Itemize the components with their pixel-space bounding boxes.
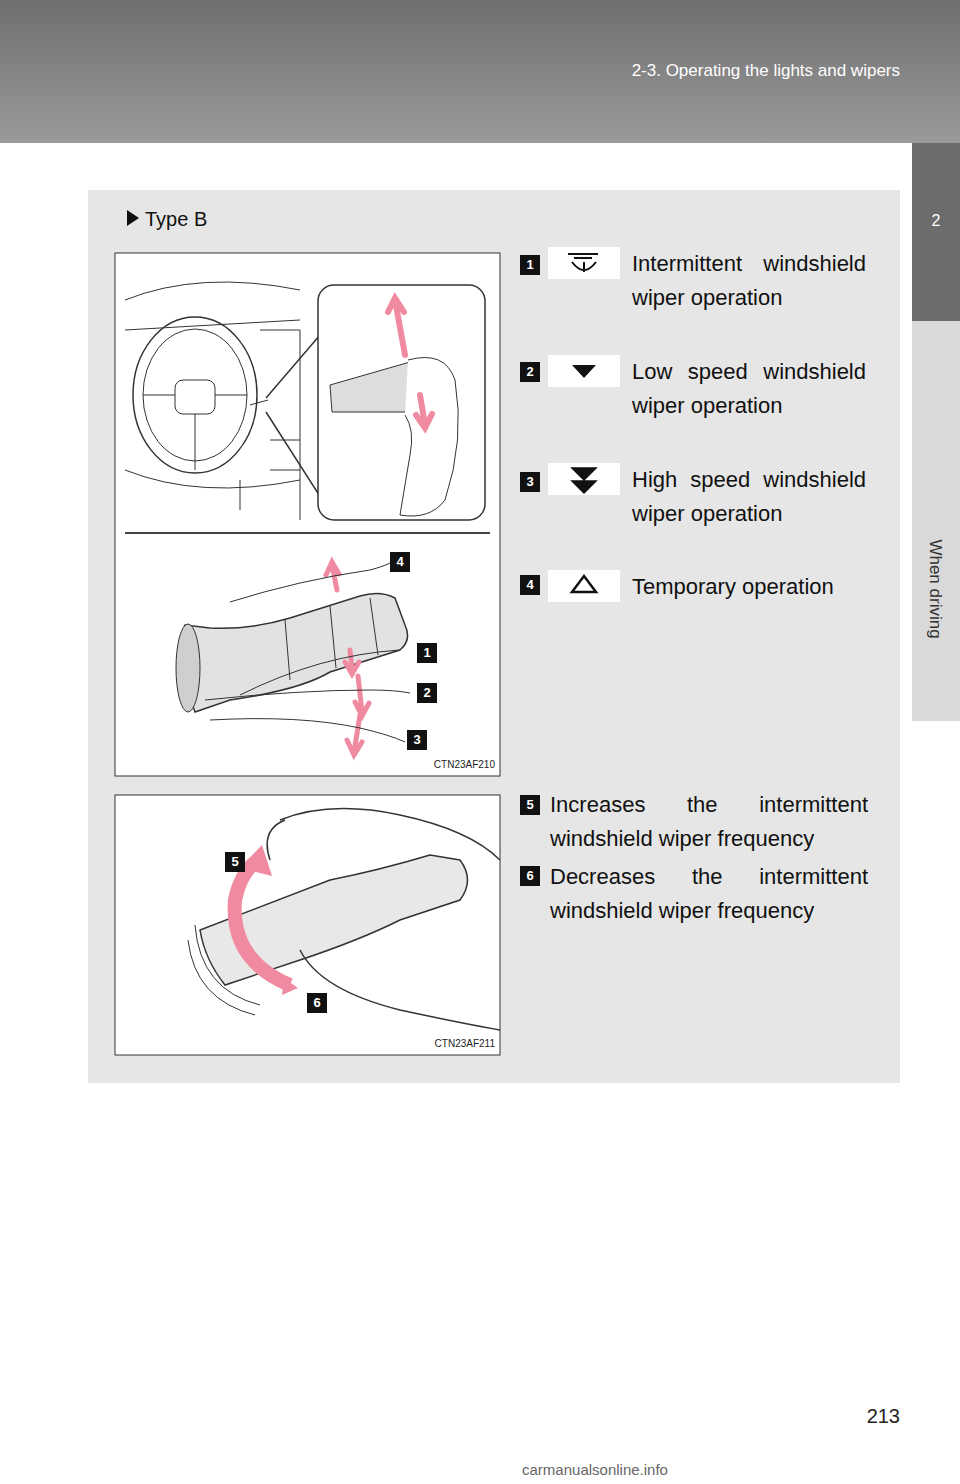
steering-spoke xyxy=(143,395,247,470)
zoom-frame xyxy=(318,285,485,520)
rotation-arrow xyxy=(235,862,290,985)
rotation-arrowhead xyxy=(240,845,298,995)
high-speed-icon xyxy=(572,468,596,493)
section-heading: 2-3. Operating the lights and wipers xyxy=(300,60,900,82)
intermittent-icon xyxy=(568,254,598,272)
function-text: Low speed windshield wiper operation xyxy=(632,355,866,423)
function-text: Intermittent windshield wiper operation xyxy=(632,247,866,315)
wiper-lever xyxy=(200,855,468,985)
function-text: High speed windshield wiper operation xyxy=(632,463,866,531)
motion-line xyxy=(188,925,260,1015)
watermark: carmanualsonline.info xyxy=(480,1460,710,1480)
chapter-title: When driving xyxy=(924,524,946,654)
chapter-tab: 2 xyxy=(912,143,960,321)
position-guide xyxy=(205,562,410,742)
function-text: Decreases the intermittent windshield wi… xyxy=(550,860,868,928)
hand xyxy=(400,358,458,517)
motion-arrow xyxy=(416,395,432,428)
figure-frame xyxy=(115,795,500,1055)
icon-box xyxy=(548,570,620,602)
chapter-number: 2 xyxy=(912,211,960,231)
bullet-triangle xyxy=(127,210,139,226)
function-text: Temporary operation xyxy=(632,570,866,604)
callout-number: 3 xyxy=(520,472,540,492)
side-strip xyxy=(912,321,960,721)
figure-art xyxy=(88,190,900,1083)
content-panel: Type B Intermittent windshield wiper oper… xyxy=(88,190,900,1083)
lever-ring xyxy=(285,598,378,680)
callout-number: 1 xyxy=(417,643,437,663)
figure-frame xyxy=(115,253,500,776)
steering-hub xyxy=(175,380,215,414)
motion-arrow xyxy=(388,298,405,355)
low-speed-icon xyxy=(572,365,596,378)
motion-arrow xyxy=(345,650,359,674)
callout-number: 2 xyxy=(520,362,540,382)
dashboard-line xyxy=(240,330,300,520)
function-text: Increases the intermittent windshield wi… xyxy=(550,788,868,856)
header-bar: 2-3. Operating the lights and wipers xyxy=(0,0,960,143)
dashboard-line xyxy=(125,282,300,488)
icon-box xyxy=(548,355,620,387)
callout-number: 3 xyxy=(407,730,427,750)
figure-group xyxy=(115,210,620,1055)
figure-code: CTN23AF211 xyxy=(410,1037,495,1050)
motion-arrow xyxy=(355,676,369,716)
icon-box xyxy=(548,247,620,279)
figure-code: CTN23AF210 xyxy=(410,758,495,771)
lever-base xyxy=(176,624,200,712)
page-number: 213 xyxy=(820,1403,900,1429)
callout-number: 4 xyxy=(390,552,410,572)
callout-number: 6 xyxy=(307,993,327,1013)
temporary-icon xyxy=(572,576,596,592)
icon-box xyxy=(548,463,620,495)
type-heading: Type B xyxy=(145,206,345,232)
callout-number: 5 xyxy=(225,852,245,872)
separator xyxy=(125,532,490,534)
callout-number: 6 xyxy=(520,866,540,886)
callout-number: 2 xyxy=(417,683,437,703)
steering-wheel xyxy=(133,317,257,473)
callout-number: 4 xyxy=(520,575,540,595)
hand xyxy=(267,809,500,1030)
callout-number: 1 xyxy=(520,255,540,275)
motion-arrow xyxy=(347,715,362,755)
callout-number: 5 xyxy=(520,795,540,815)
